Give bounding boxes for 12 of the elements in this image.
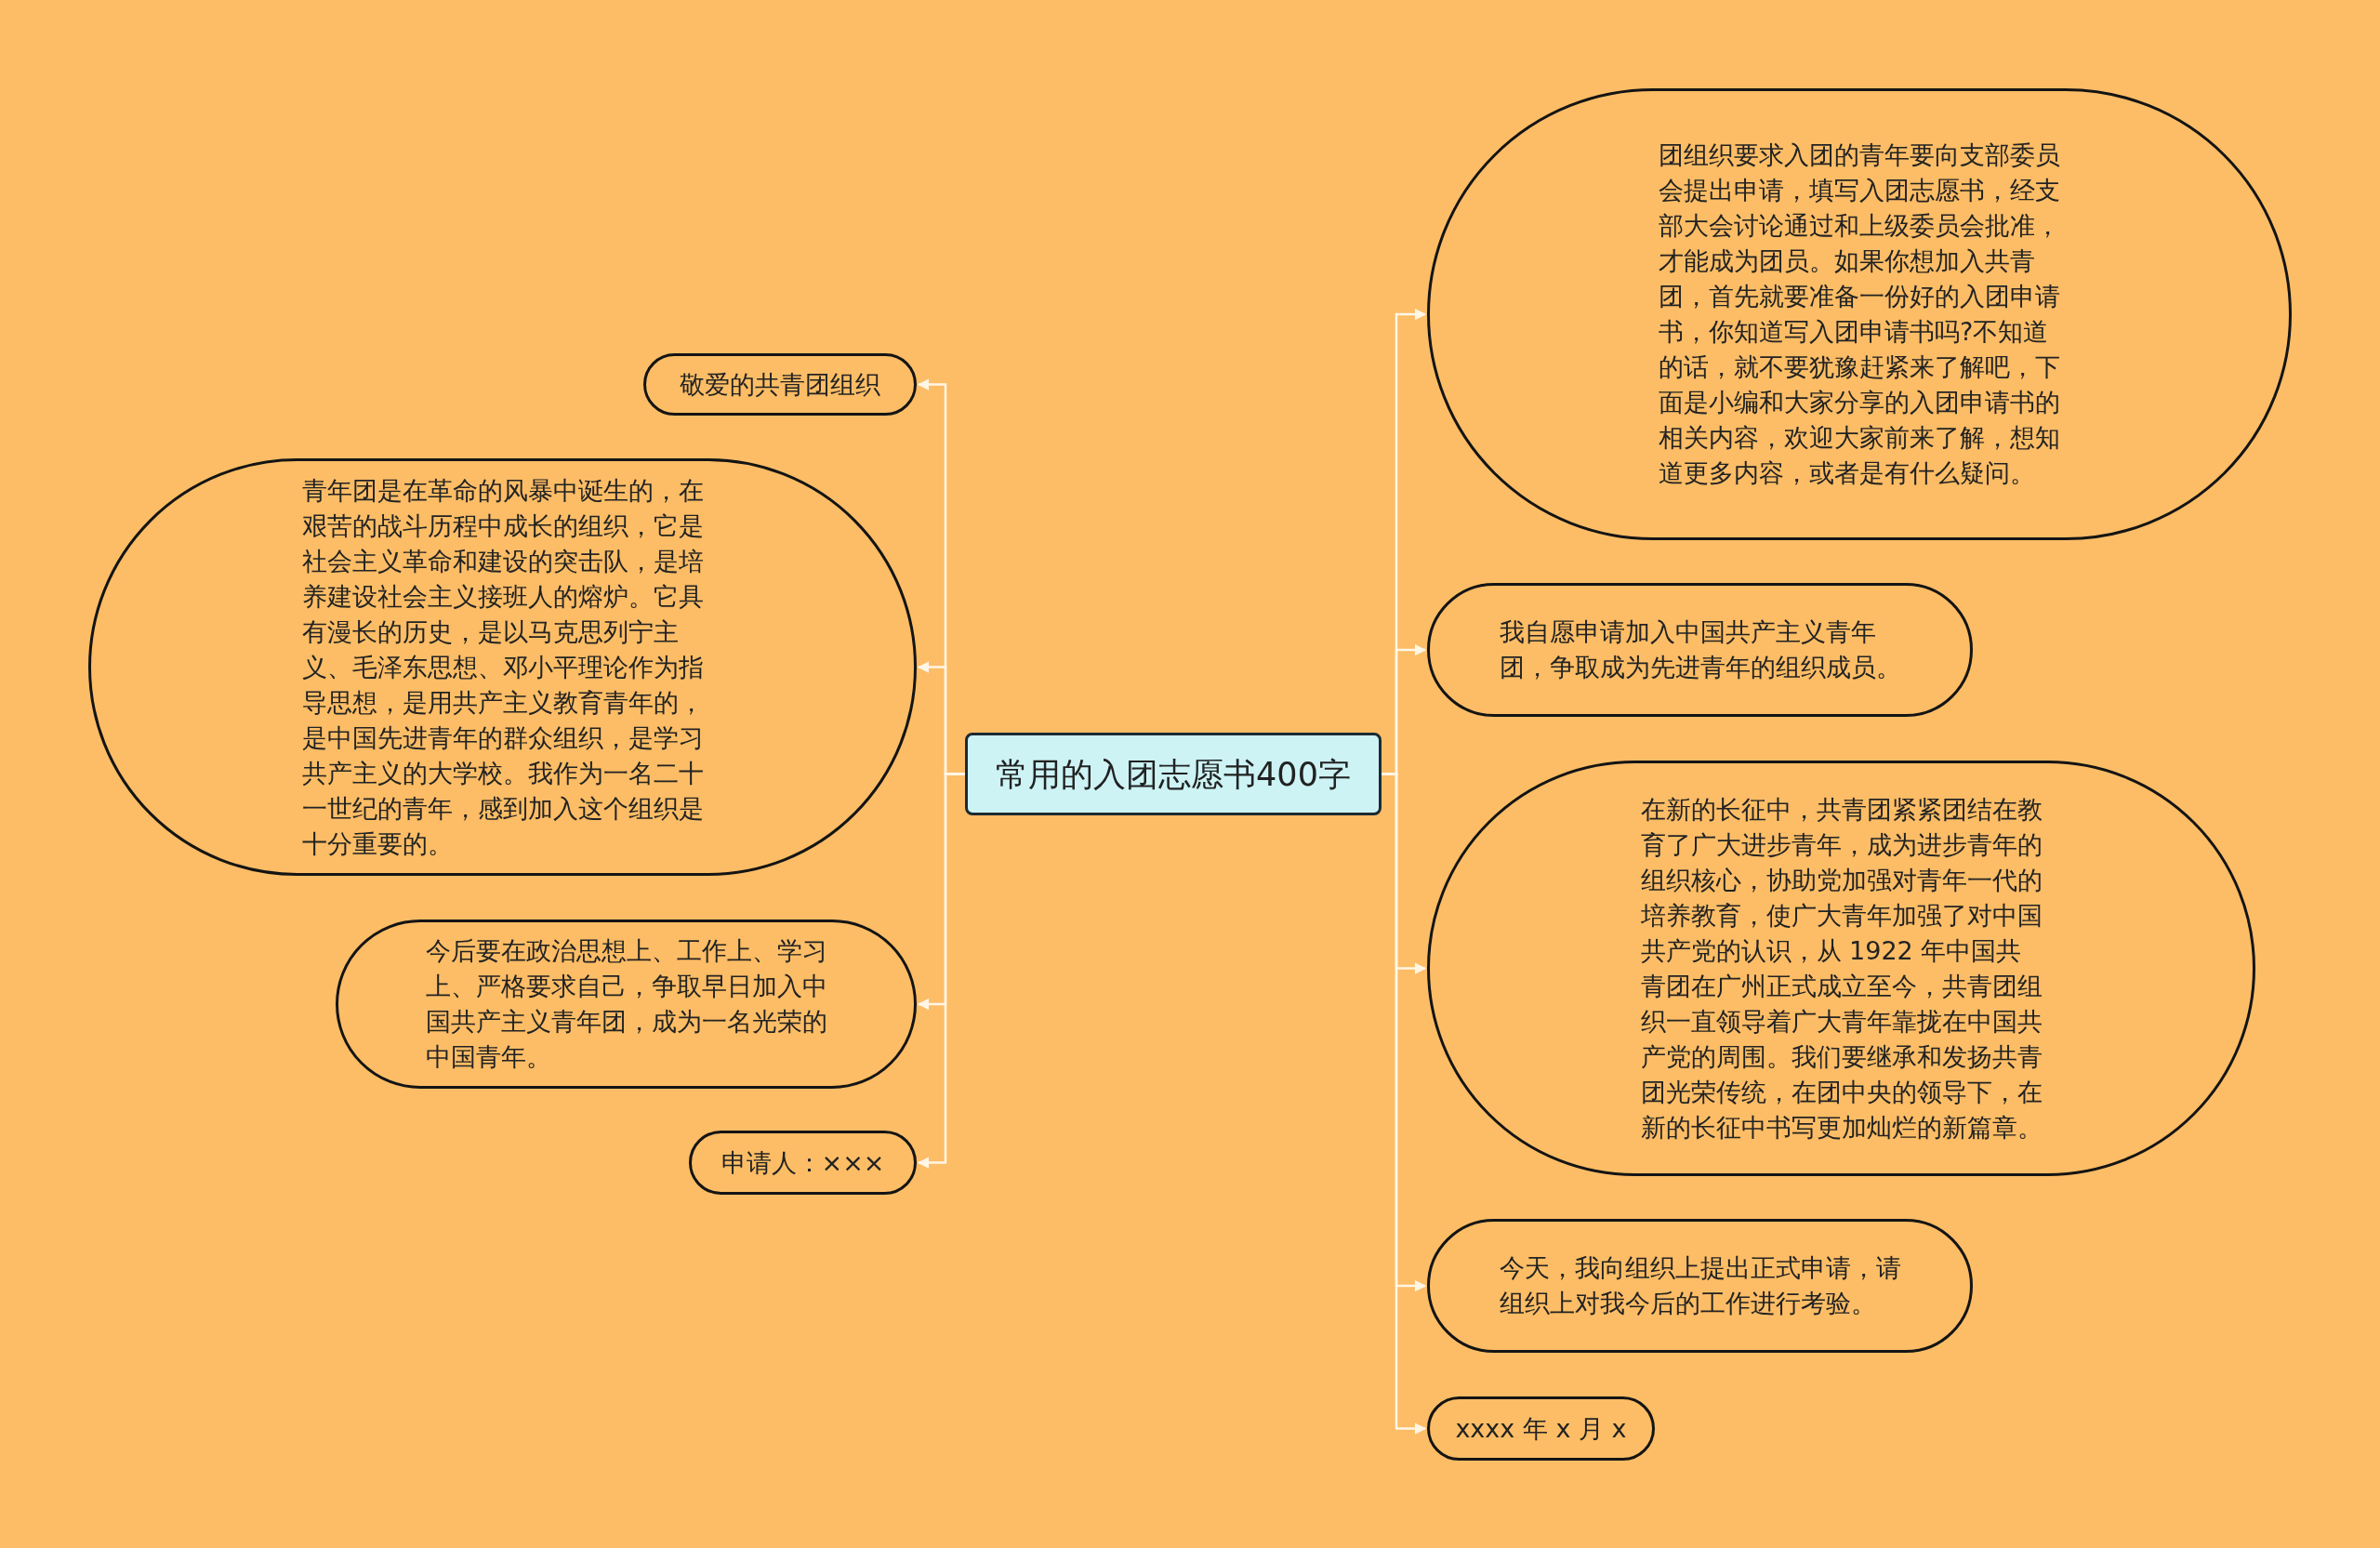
topic-text: 今天，我向组织上提出正式申请，请组织上对我今后的工作进行考验。 <box>1499 1252 1901 1319</box>
topic-text: 在新的长征中，共青团紧紧团结在教育了广大进步青年，成为进步青年的组织核心，协助党加强对青年一代的培养教育，使广大青年加强了对中国共产党的认识，从 1922 年中国共青团在广州正式成立至今，共青团组织一直领导着广大青年靠拢在中国共产党的周围。我们要继承和发扬共青团光荣传统，在团中央的领导下，在新的长征中书写更加灿烂的新篇章。 <box>1640 793 2043 1144</box>
topic-text: 我自愿申请加入中国共产主义青年团，争取成为先进青年的组织成员。 <box>1499 616 1901 683</box>
topic-text: xxxx 年 x 月 x <box>1455 1412 1627 1445</box>
connector-arrow <box>917 773 965 1169</box>
topic-text: 申请人：××× <box>721 1146 885 1179</box>
topic-text: 敬爱的共青团组织 <box>680 368 880 401</box>
topic-text: 青年团是在革命的风暴中诞生的，在艰苦的战斗历程中成长的组织，它是社会主义革命和建设的突击队，是培养建设社会主义接班人的熔炉。它具有漫长的历史，是以马克思列宁主义、毛泽东思想、邓小平理论作为指导思想，是用共产主义教育青年的，是中国先进青年的群众组织，是学习共产主义的大学校。我作为一名二十一世纪的青年，感到加入这个组织是十分重要的。 <box>301 474 704 860</box>
central-topic-text: 常用的入团志愿书400字 <box>996 754 1351 795</box>
central-topic-box <box>965 733 1382 815</box>
topic-text: 今后要在政治思想上、工作上、学习上、严格要求自己，争取早日加入中国共产主义青年团，成为一名光荣的中国青年。 <box>425 935 827 1073</box>
topic-text: 团组织要求入团的青年要向支部委员会提出申请，填写入团志愿书，经支部大会讨论通过和上级委员会批准，才能成为团员。如果你想加入共青团，首先就要准备一份好的入团申请书，你知道写入团申请书吗?不知道的话，就不要犹豫赶紧来了解吧，下面是小编和大家分享的入团申请书的相关内容，欢迎大家前来了解，想知道更多内容，或者是有什么疑问。 <box>1659 139 2060 489</box>
